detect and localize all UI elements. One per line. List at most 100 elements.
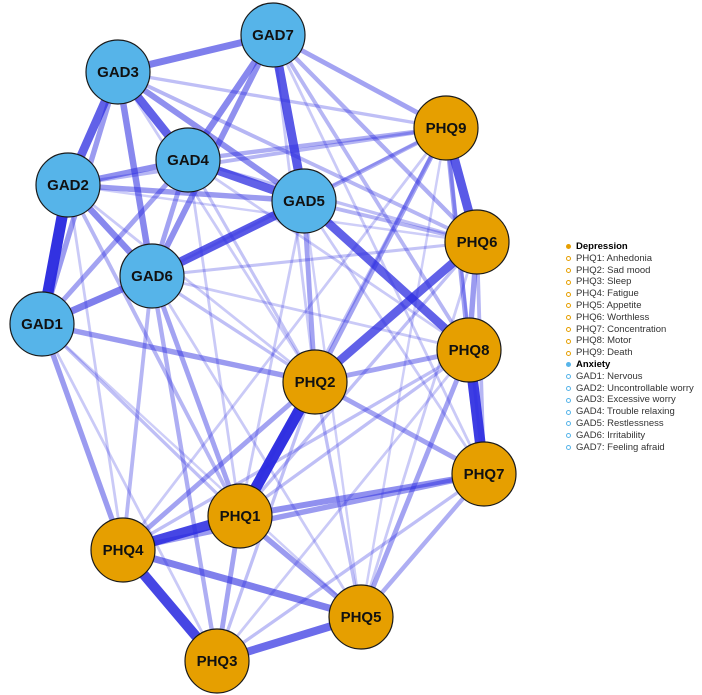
node-circle xyxy=(451,441,517,507)
legend-item-label: GAD5: Restlessness xyxy=(576,417,664,429)
hollow-dot-icon xyxy=(566,338,571,344)
node-label: GAD7 xyxy=(252,27,294,44)
edge-phq2-phq4 xyxy=(121,380,317,552)
network-graph: GAD1GAD2GAD3GAD4GAD5GAD6GAD7PHQ1PHQ2PHQ3… xyxy=(9,2,517,694)
node-label: PHQ3 xyxy=(197,653,238,670)
hollow-dot-icon xyxy=(566,256,571,262)
node-gad7: GAD7 xyxy=(240,2,306,68)
hollow-dot-icon xyxy=(566,421,571,427)
edge-gad1-phq4 xyxy=(39,323,126,551)
legend-item: PHQ1: Anhedonia xyxy=(566,253,694,265)
node-gad4: GAD4 xyxy=(155,127,221,193)
edge-gad6-phq1 xyxy=(149,275,243,517)
node-circle xyxy=(328,584,394,650)
node-circle xyxy=(444,209,510,275)
edge-gad6-phq3 xyxy=(149,275,220,662)
legend-item-label: PHQ8: Motor xyxy=(576,335,632,347)
edge-gad4-phq8 xyxy=(187,158,470,352)
legend-item: PHQ9: Death xyxy=(566,347,694,359)
edge-gad1-phq1 xyxy=(40,322,242,518)
edge-phq1-phq7 xyxy=(239,471,485,519)
node-circle xyxy=(413,95,479,161)
legend-item: PHQ2: Sad mood xyxy=(566,265,694,277)
hollow-dot-icon xyxy=(566,374,571,380)
edge-gad6-phq5 xyxy=(150,275,363,618)
legend-item-label: PHQ6: Worthless xyxy=(576,311,650,323)
legend-item: GAD7: Feeling afraid xyxy=(566,442,694,454)
node-circle xyxy=(119,243,185,309)
node-phq7: PHQ7 xyxy=(451,441,517,507)
node-phq1: PHQ1 xyxy=(207,483,273,549)
node-label: GAD1 xyxy=(21,316,63,333)
legend-item: GAD4: Trouble relaxing xyxy=(566,406,694,418)
edge-gad1-gad4 xyxy=(40,158,190,326)
hollow-dot-icon xyxy=(566,397,571,403)
node-phq4: PHQ4 xyxy=(90,517,156,583)
legend-item: GAD2: Uncontrollable worry xyxy=(566,383,694,395)
legend-item-label: GAD4: Trouble relaxing xyxy=(576,406,675,418)
hollow-dot-icon xyxy=(566,444,571,450)
node-label: PHQ8 xyxy=(449,342,490,359)
edge-gad4-phq9 xyxy=(187,125,447,163)
node-circle xyxy=(184,628,250,694)
legend-item-label: GAD3: Excessive worry xyxy=(576,394,676,406)
edge-gad4-phq2 xyxy=(186,159,317,383)
node-label: GAD5 xyxy=(283,193,325,210)
edge-gad2-phq2 xyxy=(67,183,316,384)
node-label: PHQ4 xyxy=(103,542,145,559)
node-circle xyxy=(35,152,101,218)
legend-item: PHQ8: Motor xyxy=(566,335,694,347)
hollow-dot-icon xyxy=(566,315,571,321)
node-layer: GAD1GAD2GAD3GAD4GAD5GAD6GAD7PHQ1PHQ2PHQ3… xyxy=(9,2,517,694)
legend-item: GAD3: Excessive worry xyxy=(566,394,694,406)
node-label: GAD2 xyxy=(47,177,89,194)
edge-gad1-phq2 xyxy=(41,321,316,385)
hollow-dot-icon xyxy=(566,303,571,309)
hollow-dot-icon xyxy=(566,279,571,285)
legend-item-label: GAD7: Feeling afraid xyxy=(576,441,665,453)
node-phq6: PHQ6 xyxy=(444,209,510,275)
legend-item: GAD1: Nervous xyxy=(566,371,694,383)
edge-gad2-phq1 xyxy=(66,184,242,517)
edge-phq6-phq5 xyxy=(359,241,479,618)
legend-item-label: PHQ5: Appetite xyxy=(576,299,642,311)
legend-item: GAD6: Irritability xyxy=(566,430,694,442)
legend-item-label: PHQ7: Concentration xyxy=(576,323,667,335)
legend-item: GAD5: Restlessness xyxy=(566,418,694,430)
hollow-dot-icon xyxy=(566,291,571,297)
node-label: PHQ6 xyxy=(457,234,498,251)
legend-item: PHQ6: Worthless xyxy=(566,312,694,324)
node-label: PHQ1 xyxy=(220,508,261,525)
edge-gad3-gad5 xyxy=(116,69,306,204)
node-label: GAD4 xyxy=(167,152,209,169)
node-gad2: GAD2 xyxy=(35,152,101,218)
node-phq5: PHQ5 xyxy=(328,584,394,650)
edge-gad5-phq8 xyxy=(301,197,472,354)
node-circle xyxy=(282,349,348,415)
legend-group-title: Depression xyxy=(576,241,628,252)
node-phq3: PHQ3 xyxy=(184,628,250,694)
legend-item-label: PHQ3: Sleep xyxy=(576,276,632,288)
legend-item: PHQ5: Appetite xyxy=(566,300,694,312)
edge-phq7-phq3 xyxy=(216,472,485,663)
edge-gad2-phq9 xyxy=(67,126,447,187)
legend-item: PHQ4: Fatigue xyxy=(566,288,694,300)
node-label: GAD6 xyxy=(131,268,173,285)
edge-phq9-phq5 xyxy=(359,127,448,618)
hollow-dot-icon xyxy=(566,385,571,391)
node-circle xyxy=(271,168,337,234)
edge-gad2-phq4 xyxy=(66,184,125,551)
node-gad1: GAD1 xyxy=(9,291,75,357)
filled-dot-icon xyxy=(566,244,571,250)
legend-group-depression: Depression xyxy=(566,241,694,253)
node-gad6: GAD6 xyxy=(119,243,185,309)
legend-item-label: GAD6: Irritability xyxy=(576,429,646,441)
legend-group-title: Anxiety xyxy=(576,358,611,370)
edge-gad2-gad5 xyxy=(67,182,305,204)
edge-layer xyxy=(36,31,490,665)
edge-gad7-phq9 xyxy=(271,32,448,131)
node-phq9: PHQ9 xyxy=(413,95,479,161)
hollow-dot-icon xyxy=(566,326,571,332)
filled-dot-icon xyxy=(566,362,571,368)
